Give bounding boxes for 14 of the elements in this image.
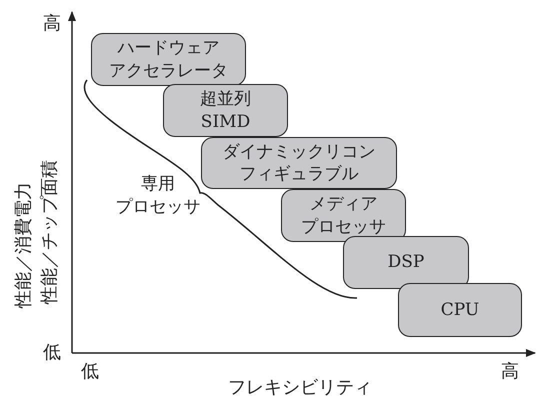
processor-box: DSP — [343, 236, 469, 289]
axis-title: フレキシビリティ — [228, 377, 372, 399]
axis-title: 性能／消費電力 — [13, 182, 35, 308]
processor-box: ハードウェアアクセラレータ — [91, 33, 246, 86]
processor-box: 超並列 SIMD — [163, 84, 288, 137]
processor-box: ダイナミックリコンフィギュラブル — [201, 137, 397, 189]
axis-end-label: 高 — [501, 361, 519, 383]
axis-end-label: 低 — [81, 361, 99, 383]
bracket-label: 専用プロセッサ — [116, 173, 200, 219]
processor-box: メディアプロセッサ — [281, 189, 406, 242]
axis-end-label: 低 — [43, 342, 61, 364]
processor-box: CPU — [398, 283, 522, 337]
axis-end-label: 高 — [43, 13, 61, 35]
axis-title: 性能／チップ面積 — [39, 160, 61, 304]
